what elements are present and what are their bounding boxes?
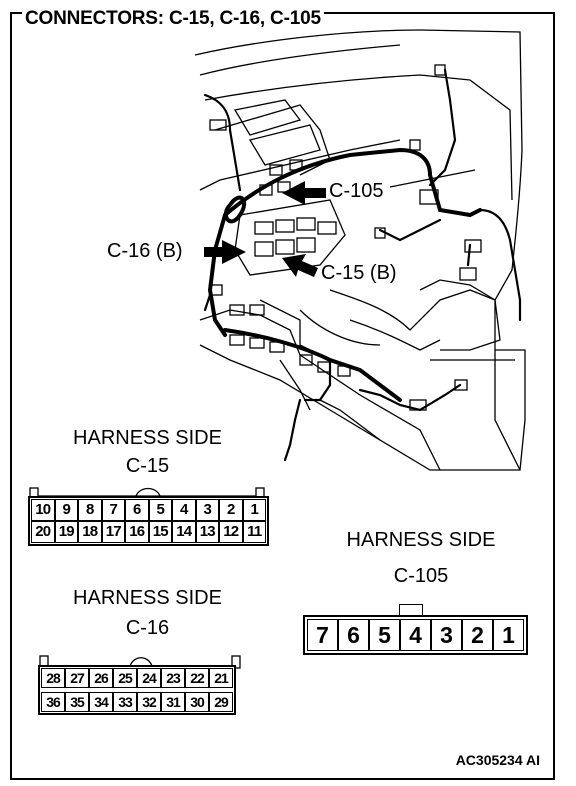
arrow-c15b [282, 254, 318, 277]
c105-locking-tab [399, 604, 423, 616]
c16-pin-29: 29 [209, 692, 233, 712]
c16-pin-26: 26 [89, 668, 113, 688]
c105-connector-name: C-105 [393, 565, 449, 587]
diagram-title: CONNECTORS: C-15, C-16, C-105 [22, 8, 324, 30]
callout-c16b: C-16 (B) [107, 240, 183, 262]
c15-pin-12: 12 [219, 521, 243, 543]
c15-pin-9: 9 [54, 499, 78, 521]
c16-pin-22: 22 [185, 668, 209, 688]
c16-pin-32: 32 [137, 692, 161, 712]
c15-pin-3: 3 [195, 499, 219, 521]
callout-c15b: C-15 (B) [321, 262, 397, 284]
c105-pin-5: 5 [369, 619, 400, 651]
c15-pin-2: 2 [219, 499, 243, 521]
c15-pin-7: 7 [101, 499, 125, 521]
c15-pin-5: 5 [148, 499, 172, 521]
c15-pin-17: 17 [101, 521, 125, 543]
c15-connector-name: C-15 [125, 455, 170, 477]
c16-pin-25: 25 [113, 668, 137, 688]
c16-pin-34: 34 [89, 692, 113, 712]
c16-pin-36: 36 [41, 692, 65, 712]
c15-pin-1: 1 [242, 499, 266, 521]
c16-harness-side-label: HARNESS SIDE [73, 587, 222, 609]
c16-pin-30: 30 [185, 692, 209, 712]
arrow-c16b [204, 240, 246, 264]
c15-harness-side-label: HARNESS SIDE [73, 427, 222, 449]
c105-pin-3: 3 [431, 619, 462, 651]
c15-pin-11: 11 [242, 521, 266, 543]
c15-pin-18: 18 [78, 521, 102, 543]
c15-pin-16: 16 [125, 521, 149, 543]
c105-pin-1: 1 [493, 619, 524, 651]
arrow-c105 [282, 181, 326, 205]
c15-pin-6: 6 [125, 499, 149, 521]
c15-pin-19: 19 [54, 521, 78, 543]
c15-pin-20: 20 [31, 521, 55, 543]
c16-pin-35: 35 [65, 692, 89, 712]
c105-pin-2: 2 [462, 619, 493, 651]
c16-pin-31: 31 [161, 692, 185, 712]
c15-pin-10: 10 [31, 499, 55, 521]
callout-c105: C-105 [329, 180, 384, 202]
c16-pin-33: 33 [113, 692, 137, 712]
figure-id: AC305234 AI [455, 752, 540, 768]
c105-pin-6: 6 [338, 619, 369, 651]
c16-pin-23: 23 [161, 668, 185, 688]
c16-pin-24: 24 [137, 668, 161, 688]
c15-pin-14: 14 [172, 521, 196, 543]
c105-pin-7: 7 [307, 619, 338, 651]
c15-pin-8: 8 [78, 499, 102, 521]
c16-pin-27: 27 [65, 668, 89, 688]
c16-pin-28: 28 [41, 668, 65, 688]
c15-pin-13: 13 [195, 521, 219, 543]
c15-pin-15: 15 [148, 521, 172, 543]
c105-pin-4: 4 [400, 619, 431, 651]
c15-pin-4: 4 [172, 499, 196, 521]
c105-harness-side-label: HARNESS SIDE [346, 529, 496, 551]
c16-connector-name: C-16 [125, 617, 170, 639]
c16-pin-21: 21 [209, 668, 233, 688]
